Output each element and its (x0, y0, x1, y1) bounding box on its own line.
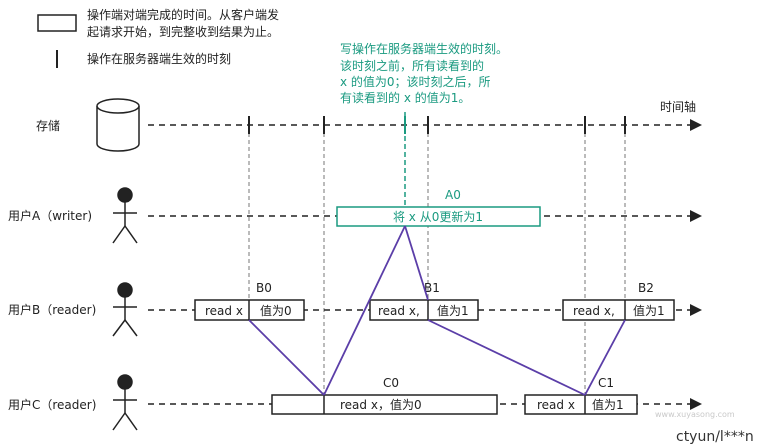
commit-note-line-4: 有读看到的 x 的值为1。 (340, 90, 470, 105)
user-c-person-icon (112, 374, 138, 431)
op-b0-left: read x (205, 304, 243, 318)
op-a0-id: A0 (445, 188, 461, 202)
op-b2-box (562, 299, 675, 321)
link-b1-c1 (427, 319, 586, 396)
op-b0-id: B0 (256, 281, 272, 295)
op-c1-right: 值为1 (592, 397, 624, 412)
commit-note-line-3: x 的值为0；该时刻之后，所 (340, 74, 491, 89)
op-b1-left: read x, (378, 304, 420, 318)
row-label-storage: 存储 (36, 118, 60, 133)
watermark-footer: ctyun/l***n (676, 429, 754, 445)
user-c-arrowhead (690, 398, 702, 410)
user-b-person-icon (112, 282, 138, 337)
commit-note: 写操作在服务器端生效的时刻。 该时刻之前，所有读看到的 x 的值为0；该时刻之后… (340, 41, 508, 105)
op-b0-right: 值为0 (260, 303, 292, 318)
link-a0-b1 (404, 225, 429, 301)
op-c0-id: C0 (383, 376, 399, 390)
op-b1-box (369, 299, 479, 321)
watermark-site: www.xuyasong.com (655, 410, 735, 419)
op-c0-text: read x，值为0 (340, 397, 422, 412)
storage-arrowhead (690, 119, 702, 131)
row-label-user-b: 用户B（reader) (8, 302, 96, 317)
database-icon (96, 98, 140, 152)
timeline-axis-label: 时间轴 (660, 99, 696, 114)
user-a-person-icon (112, 187, 138, 244)
op-c1-id: C1 (598, 376, 614, 390)
link-b0-c0 (248, 319, 325, 396)
legend-tick-text: 操作在服务器端生效的时刻 (87, 51, 231, 66)
row-label-user-c: 用户C（reader) (8, 397, 96, 412)
op-b1-id: B1 (424, 281, 440, 295)
user-b-arrowhead (690, 304, 702, 316)
legend-box-text-1: 操作端对端完成的时间。从客户端发 (87, 7, 279, 22)
row-label-user-a: 用户A（writer) (8, 208, 92, 223)
storage-effect-ticks (248, 116, 626, 134)
op-a0-text: 将 x 从0更新为1 (393, 209, 483, 224)
op-c1-left: read x (537, 398, 575, 412)
commit-note-line-1: 写操作在服务器端生效的时刻。 (340, 41, 508, 56)
op-c0-box (271, 394, 498, 415)
link-c0-a0 (323, 225, 406, 396)
op-b2-right: 值为1 (633, 303, 665, 318)
guide-lines (248, 126, 626, 396)
op-c1-box (524, 394, 638, 415)
legend-box-text-2: 起请求开始，到完整收到结果为止。 (87, 24, 279, 39)
user-a-arrowhead (690, 210, 702, 222)
op-a0-box (336, 206, 541, 227)
commit-note-line-2: 该时刻之前，所有读看到的 (340, 58, 484, 73)
link-c1-b2 (584, 319, 626, 396)
op-b2-id: B2 (638, 281, 654, 295)
causal-links (248, 225, 626, 396)
op-b1-right: 值为1 (437, 303, 469, 318)
legend-box-swatch (37, 14, 77, 32)
op-b2-left: read x, (573, 304, 615, 318)
